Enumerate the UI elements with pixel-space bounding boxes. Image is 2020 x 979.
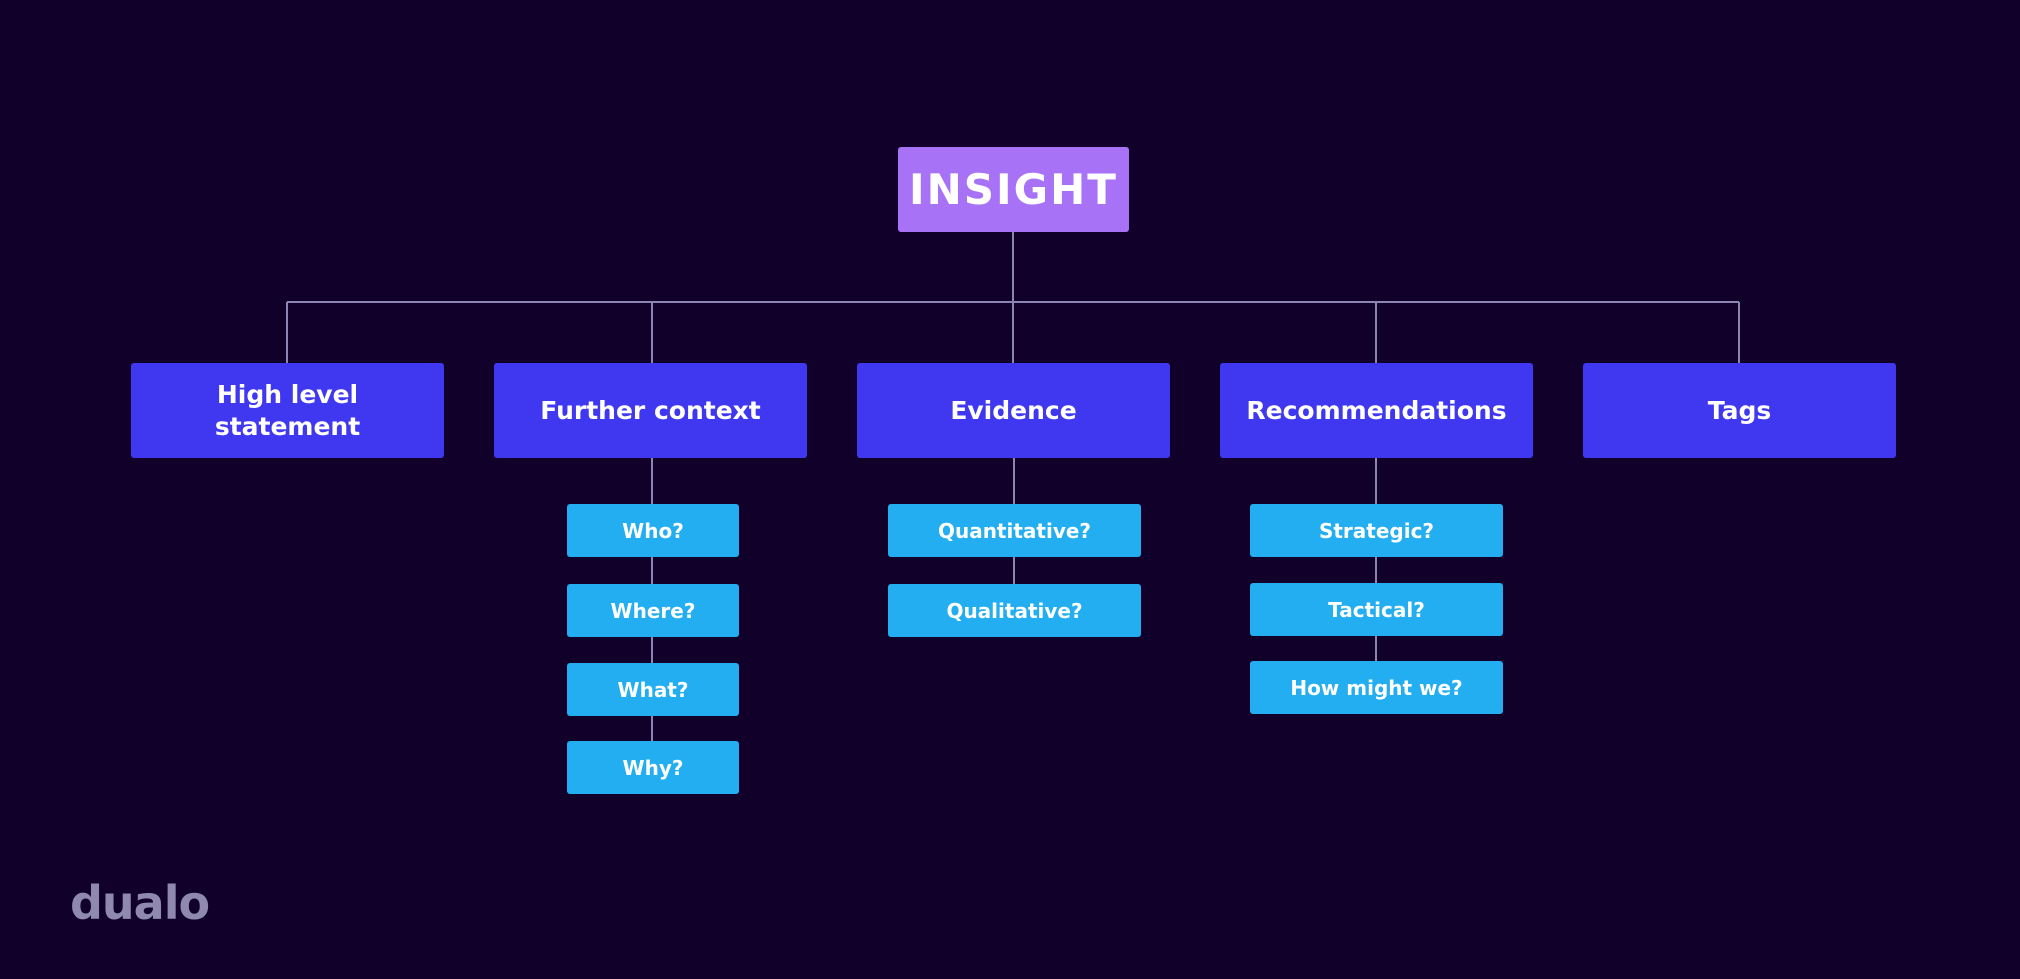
category-high-level-statement: High level statement [131, 363, 444, 458]
subitem-what: What? [567, 663, 739, 716]
subitem-quantitative: Quantitative? [888, 504, 1141, 557]
insight-root-node: INSIGHT [898, 147, 1129, 232]
subitem-strategic: Strategic? [1250, 504, 1503, 557]
subitem-where: Where? [567, 584, 739, 637]
dualo-logo: dualo [70, 876, 210, 930]
subitem-why: Why? [567, 741, 739, 794]
subitem-how-might-we: How might we? [1250, 661, 1503, 714]
subitem-tactical: Tactical? [1250, 583, 1503, 636]
category-tags: Tags [1583, 363, 1896, 458]
category-further-context: Further context [494, 363, 807, 458]
subitem-qualitative: Qualitative? [888, 584, 1141, 637]
subitem-who: Who? [567, 504, 739, 557]
category-recommendations: Recommendations [1220, 363, 1533, 458]
category-evidence: Evidence [857, 363, 1170, 458]
